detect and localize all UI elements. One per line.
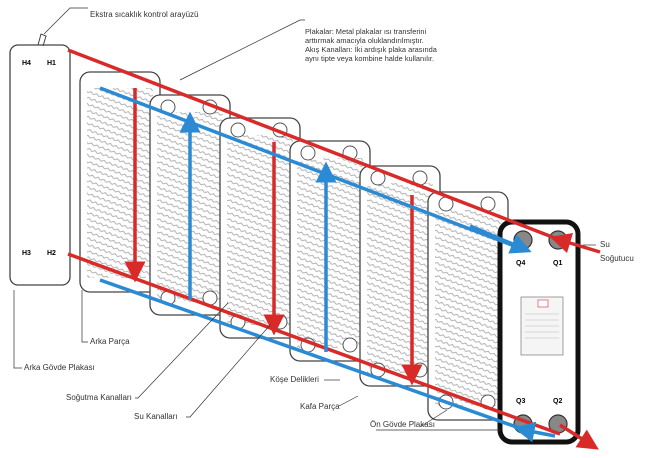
plate-3 — [219, 117, 301, 339]
plate-5 — [359, 165, 441, 387]
port-h2: H2 — [47, 250, 56, 257]
hot-flow-path — [67, 48, 601, 450]
label-back-part: Arka Parça — [90, 337, 130, 346]
cold-flow-path — [99, 86, 556, 443]
plate-back-part — [79, 71, 161, 293]
label-water: Su — [600, 240, 610, 249]
label-cooling-channels: Soğutma Kanalları — [66, 393, 132, 402]
front-body-plate — [497, 219, 581, 445]
port-q3: Q3 — [516, 398, 526, 405]
port-q1: Q1 — [553, 260, 563, 267]
plate-head-part — [427, 191, 509, 421]
label-back-body-plate: Arka Gövde Plakası — [24, 363, 95, 372]
label-front-body-plate: Ön Gövde Plakası — [370, 420, 435, 429]
leader-lines — [13, 7, 596, 428]
label-extra-interface: Ekstra sıcaklık kontrol arayüzü — [90, 10, 199, 19]
port-h3: H3 — [22, 250, 31, 257]
plates-callout: Plakalar: Metal plakalar ısı transferini… — [305, 27, 505, 63]
callout-line-3: Akış Kanalları: İki ardışık plaka arasın… — [305, 45, 437, 54]
port-q2: Q2 — [553, 398, 563, 405]
callout-line-2: arttırmak amacıyla oluklandırılmıştır. — [305, 36, 424, 45]
extra-interface-connector — [37, 33, 47, 47]
callout-line-4: aynı tipte veya kombine halde kullanılır… — [305, 54, 435, 63]
label-coolant: Soğutucu — [600, 254, 634, 263]
back-body-plate — [9, 44, 71, 286]
label-water-channels: Su Kanalları — [134, 412, 178, 421]
label-corner-holes: Köşe Delikleri — [270, 375, 319, 384]
port-h4: H4 — [22, 60, 31, 67]
port-q4: Q4 — [516, 260, 526, 267]
callout-line-1: Plakalar: Metal plakalar ısı transferini — [305, 27, 427, 36]
port-h1: H1 — [47, 60, 56, 67]
label-head-part: Kafa Parça — [300, 402, 340, 411]
